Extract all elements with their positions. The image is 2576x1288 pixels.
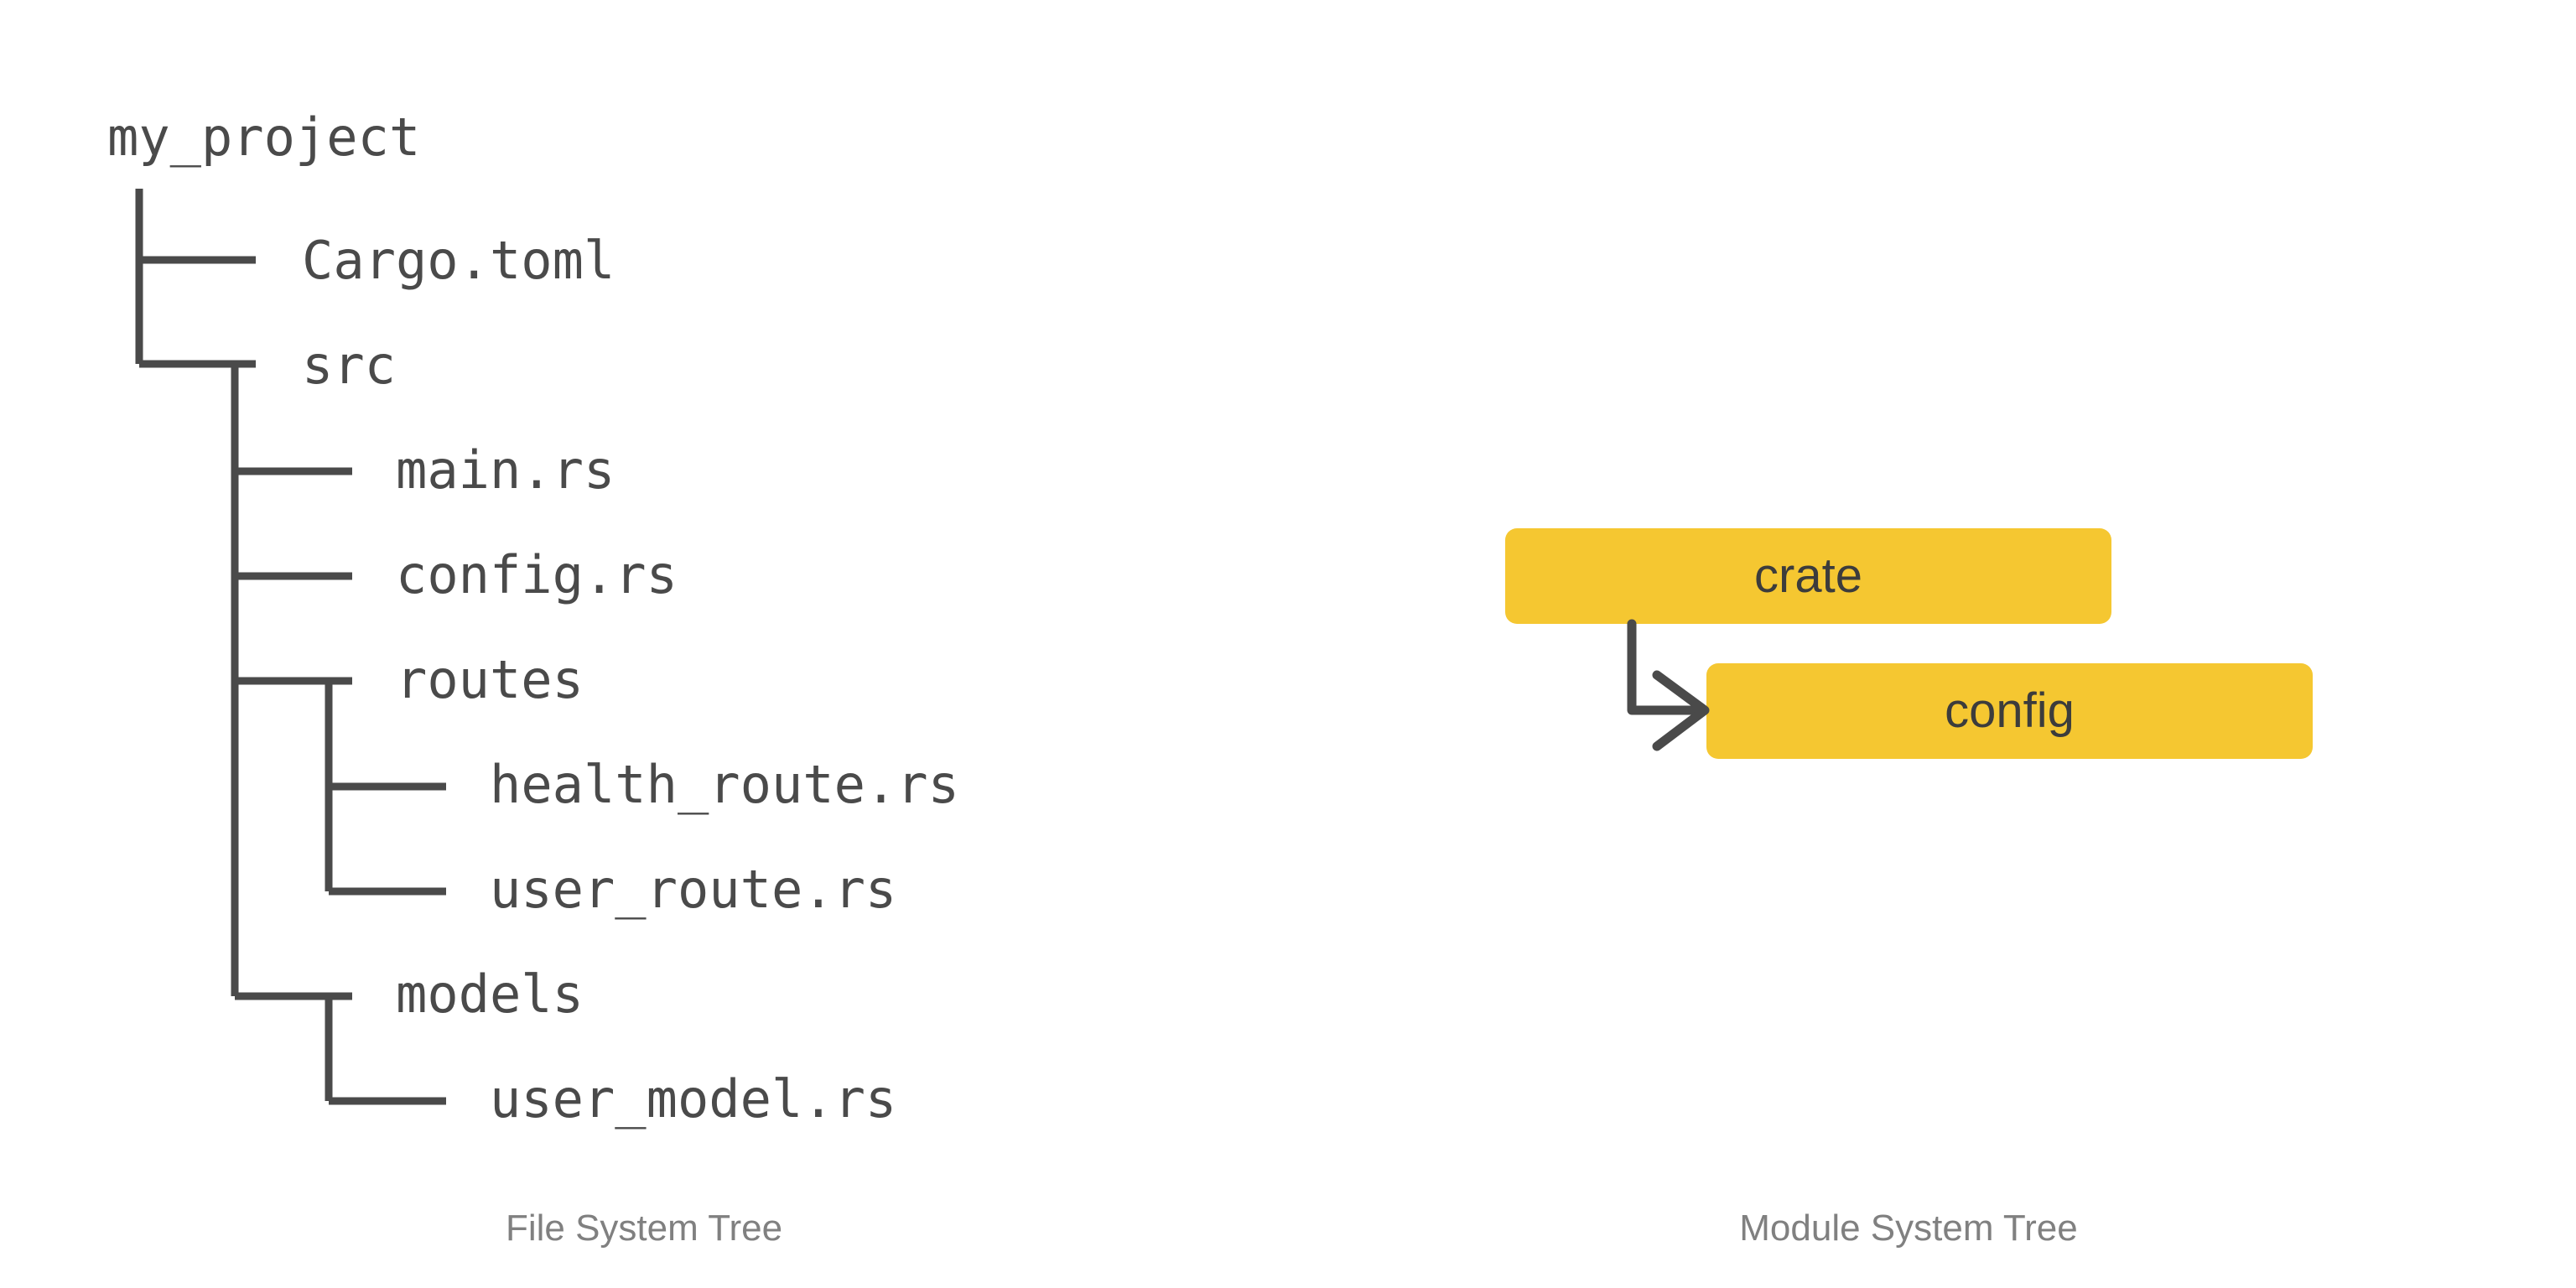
tree-node-cargo-toml[interactable]: Cargo.toml	[302, 230, 615, 291]
tree-node-main-rs[interactable]: main.rs	[396, 439, 615, 501]
module-system-tree-caption: Module System Tree	[1739, 1208, 2078, 1249]
module-node-config[interactable]: config	[1706, 663, 2313, 759]
module-node-config-label: config	[1945, 683, 2075, 738]
tree-node-user-route-rs[interactable]: user_route.rs	[490, 859, 897, 920]
tree-node-user-model-rs[interactable]: user_model.rs	[490, 1068, 897, 1130]
file-tree-connector-lines	[135, 189, 446, 1105]
tree-node-models[interactable]: models	[396, 963, 584, 1025]
file-system-tree-panel: my_project Cargo.toml src main.rs config…	[0, 0, 1288, 1249]
tree-node-src[interactable]: src	[302, 335, 396, 396]
module-node-crate-label: crate	[1754, 548, 1862, 603]
tree-node-config-rs[interactable]: config.rs	[396, 544, 678, 605]
tree-node-my-project[interactable]: my_project	[107, 106, 421, 168]
module-node-crate[interactable]: crate	[1505, 528, 2111, 624]
tree-node-health-route-rs[interactable]: health_route.rs	[490, 754, 959, 815]
file-system-tree-caption: File System Tree	[505, 1208, 783, 1249]
module-system-tree-panel: crate config Module System Tree	[1288, 0, 2576, 1288]
tree-node-routes[interactable]: routes	[396, 649, 584, 710]
file-system-tree: my_project Cargo.toml src main.rs config…	[0, 0, 1288, 1174]
module-edge-crate-to-config	[1627, 619, 1710, 751]
